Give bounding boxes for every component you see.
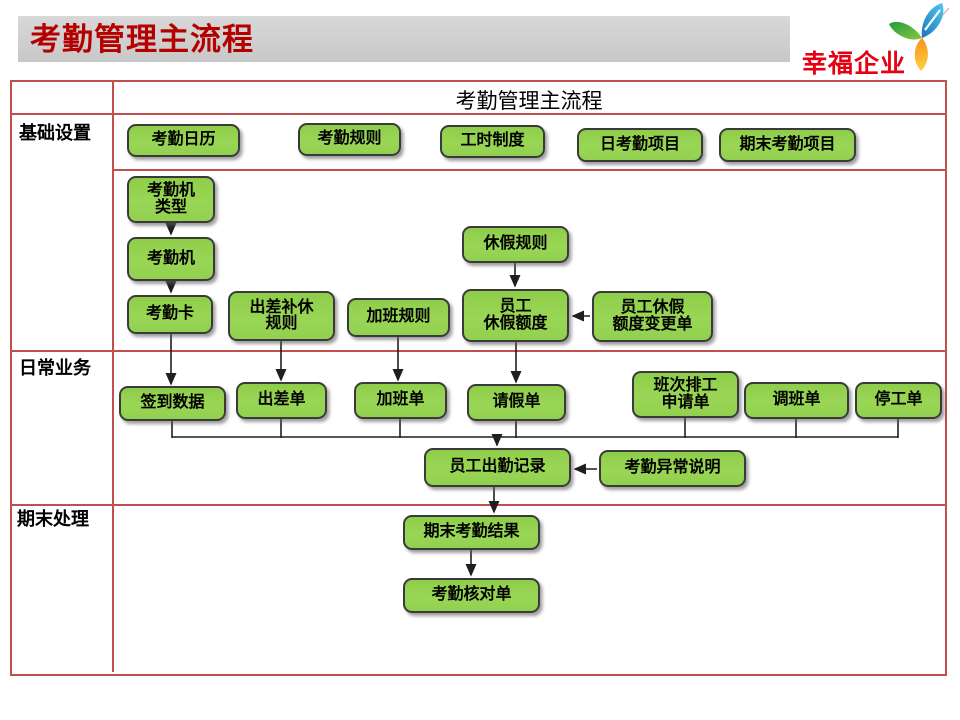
- process-table-border: [10, 80, 947, 676]
- flow-box-tiaobandan: 调班单: [744, 382, 849, 419]
- flow-box-banci-paigong-shenqingdan: 班次排工 申请单: [632, 371, 739, 418]
- table-hline-basic-sub: [113, 169, 945, 171]
- flow-box-qingjiadan: 请假单: [467, 384, 566, 421]
- flow-box-qiandao-shuju: 签到数据: [119, 386, 226, 421]
- flow-box-chuchai-buxiu-guize: 出差补休 规则: [228, 291, 335, 341]
- flow-box-yuangong-xiujia-edu-biangengdan: 员工休假 额度变更单: [592, 291, 713, 342]
- row-label-daily-business: 日常业务: [19, 358, 91, 378]
- flow-box-chuchaidan: 出差单: [236, 382, 327, 419]
- flow-box-qimo-kaoqin-jieguo: 期末考勤结果: [403, 515, 540, 550]
- flow-box-xiujia-guize: 休假规则: [462, 226, 569, 263]
- table-hline-header: [10, 113, 945, 115]
- flow-box-kaoqin-rili: 考勤日历: [127, 124, 240, 157]
- row-label-basic-settings: 基础设置: [19, 123, 91, 143]
- flow-box-qimo-kaoqin-xiangmu: 期末考勤项目: [719, 128, 856, 162]
- flow-box-jiabandan: 加班单: [354, 382, 447, 419]
- table-vline-label-column: [112, 80, 114, 672]
- row-label-period-end: 期末处理: [17, 509, 89, 529]
- company-logo: 幸福企业: [795, 2, 960, 80]
- flow-box-ri-kaoqin-xiangmu: 日考勤项目: [577, 128, 703, 162]
- flow-box-kaoqin-yichang-shuoming: 考勤异常说明: [599, 450, 746, 487]
- pinwheel-icon: [889, 3, 950, 71]
- flow-box-yuangong-xiujia-edu: 员工 休假额度: [462, 289, 569, 342]
- page-title: 考勤管理主流程: [30, 22, 254, 57]
- flow-box-kaoqinji: 考勤机: [127, 237, 215, 281]
- logo-text: 幸福企业: [802, 50, 907, 78]
- flow-box-jiaban-guize: 加班规则: [347, 298, 450, 337]
- table-header: 考勤管理主流程: [455, 89, 603, 113]
- flow-box-yuangong-chuqin-jilu: 员工出勤记录: [424, 448, 571, 487]
- flow-box-kaoqin-guize: 考勤规则: [298, 123, 401, 156]
- flow-box-tinggongdan: 停工单: [855, 382, 942, 419]
- flow-box-gongshi-zhidu: 工时制度: [440, 125, 545, 158]
- flow-box-kaoqin-heduidan: 考勤核对单: [403, 578, 540, 613]
- table-hline-periodend: [10, 504, 945, 506]
- slide-title-bar: 考勤管理主流程: [18, 16, 790, 62]
- flow-box-kaoqinka: 考勤卡: [127, 295, 213, 334]
- flow-box-kaoqinji-leixing: 考勤机 类型: [127, 176, 215, 223]
- table-hline-daily: [10, 350, 945, 352]
